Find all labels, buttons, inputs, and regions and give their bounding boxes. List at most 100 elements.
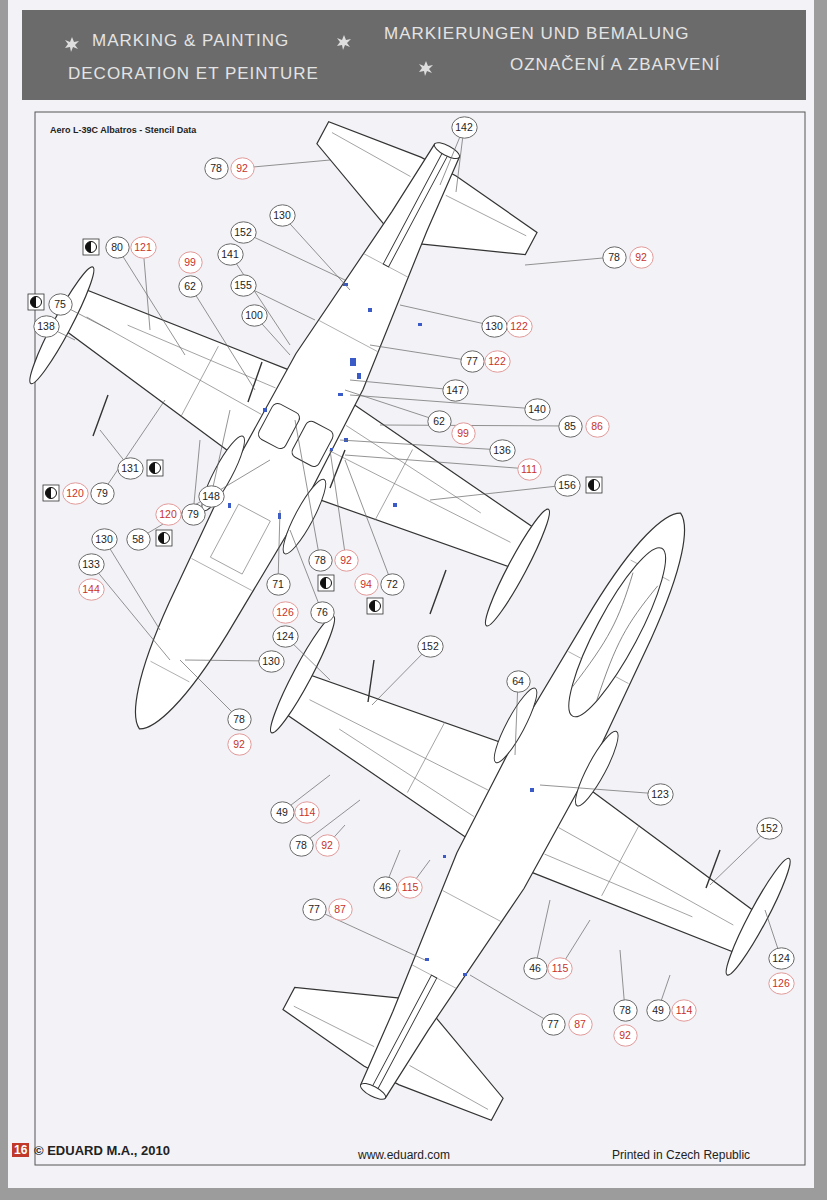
callout-circle-outline [33, 315, 58, 336]
callout-number: 152 [230, 221, 257, 243]
stencil-callout: 156 [554, 474, 581, 497]
stencil-callout: 49 [646, 999, 671, 1022]
callout-circle-outline [181, 503, 204, 524]
callout-number: 49 [270, 801, 295, 823]
callout-number: 123 [647, 783, 674, 805]
callout-circle-outline [756, 817, 781, 838]
callout-number: 142 [451, 116, 478, 138]
callout-number: 130 [269, 204, 296, 226]
stencil-callout: 78 [204, 157, 229, 180]
drawing-part [350, 358, 356, 366]
callout-circle-outline [310, 601, 333, 622]
callout-circle-outline [272, 601, 297, 622]
callout-circle-outline [266, 573, 289, 594]
drawing-part [159, 533, 165, 544]
paint-callout: 86 [585, 415, 610, 438]
drawing-part [338, 393, 343, 396]
callout-circle-outline [354, 573, 377, 594]
drawing-part [318, 575, 334, 591]
paint-callout: 111 [517, 458, 542, 481]
callout-circle-outline [427, 410, 450, 431]
paint-callout: 92 [613, 1024, 638, 1047]
drawing-part [463, 973, 467, 976]
callout-circle-outline [558, 415, 581, 436]
callout-circle-outline [417, 635, 442, 656]
callout-number: 130 [91, 528, 118, 550]
callout-circle-outline [302, 898, 325, 919]
callout-number: 78 [613, 999, 638, 1021]
callout-number: 94 [354, 573, 379, 595]
callout-number: 77 [460, 350, 485, 372]
callout-circle-outline [62, 482, 87, 503]
callout-number: 79 [181, 503, 206, 525]
callout-number: 46 [523, 957, 548, 979]
stencil-callout: 78 [613, 999, 638, 1022]
drawing-part [530, 788, 534, 792]
page-number: 16 [12, 1143, 29, 1157]
drawing-part [31, 297, 37, 308]
callout-number: 85 [558, 415, 583, 437]
callout-number: 92 [629, 246, 654, 268]
callout-number: 79 [90, 482, 115, 504]
paint-callout: 120 [62, 482, 89, 505]
stencil-callout: 152 [230, 221, 257, 244]
callout-number: 64 [506, 670, 531, 692]
drawing-part [554, 539, 680, 726]
header-title: OZNAČENÍ A ZBARVENÍ [510, 55, 720, 75]
drawing-part [28, 294, 44, 310]
stencil-callout: 75 [48, 293, 73, 316]
header-band [22, 10, 806, 100]
drawing-part [83, 239, 99, 255]
drawing-part [586, 477, 602, 493]
callout-number: 140 [524, 398, 551, 420]
callout-number: 152 [756, 817, 783, 839]
stencil-callout: 78 [227, 708, 252, 731]
callout-number: 147 [442, 379, 469, 401]
callout-circle-outline [117, 457, 142, 478]
callout-number: 138 [33, 315, 60, 337]
callout-circle-outline [178, 251, 201, 272]
callout-circle-outline [230, 274, 255, 295]
callout-number: 115 [547, 957, 573, 979]
drawing-part [156, 530, 172, 546]
stencil-callout: 80 [105, 236, 130, 259]
paint-callout: 115 [397, 876, 423, 899]
callout-number: 100 [241, 304, 268, 326]
drawing-part [65, 37, 79, 52]
callout-circle-outline [155, 503, 180, 524]
callout-circle-outline [289, 834, 312, 855]
stencil-callout: 141 [217, 243, 244, 266]
callout-circle-outline [48, 293, 71, 314]
callout-circle-outline [481, 315, 506, 336]
callout-number: 99 [451, 422, 476, 444]
callout-number: 71 [266, 573, 291, 595]
paint-callout: 115 [547, 957, 573, 980]
callout-number: 78 [204, 157, 229, 179]
callout-number: 141 [217, 243, 244, 265]
paint-callout: 114 [294, 801, 320, 824]
contrast-icons [28, 239, 602, 614]
paint-callout: 114 [671, 999, 697, 1022]
drawing-part [28, 294, 44, 310]
callout-circle-outline [451, 422, 474, 443]
callout-circle-outline [585, 415, 608, 436]
drawing-part [135, 388, 827, 1200]
callout-number: 76 [310, 601, 335, 623]
stencil-callout: 79 [181, 503, 206, 526]
drawing-part [370, 601, 376, 612]
paint-callout: 92 [334, 549, 359, 572]
drawing-part [418, 323, 422, 326]
callout-number: 126 [272, 601, 299, 623]
callout-number: 87 [568, 1013, 593, 1035]
stencil-callout: 85 [558, 415, 583, 438]
callout-circle-outline [506, 670, 529, 691]
header-title: DECORATION ET PEINTURE [68, 64, 319, 84]
stencil-callout: 148 [198, 485, 225, 508]
callout-number: 115 [397, 876, 423, 898]
callout-circle-outline [315, 834, 338, 855]
callout-circle-outline [489, 439, 514, 460]
drawing-part [196, 401, 335, 581]
leader-lines [46, 127, 781, 1024]
